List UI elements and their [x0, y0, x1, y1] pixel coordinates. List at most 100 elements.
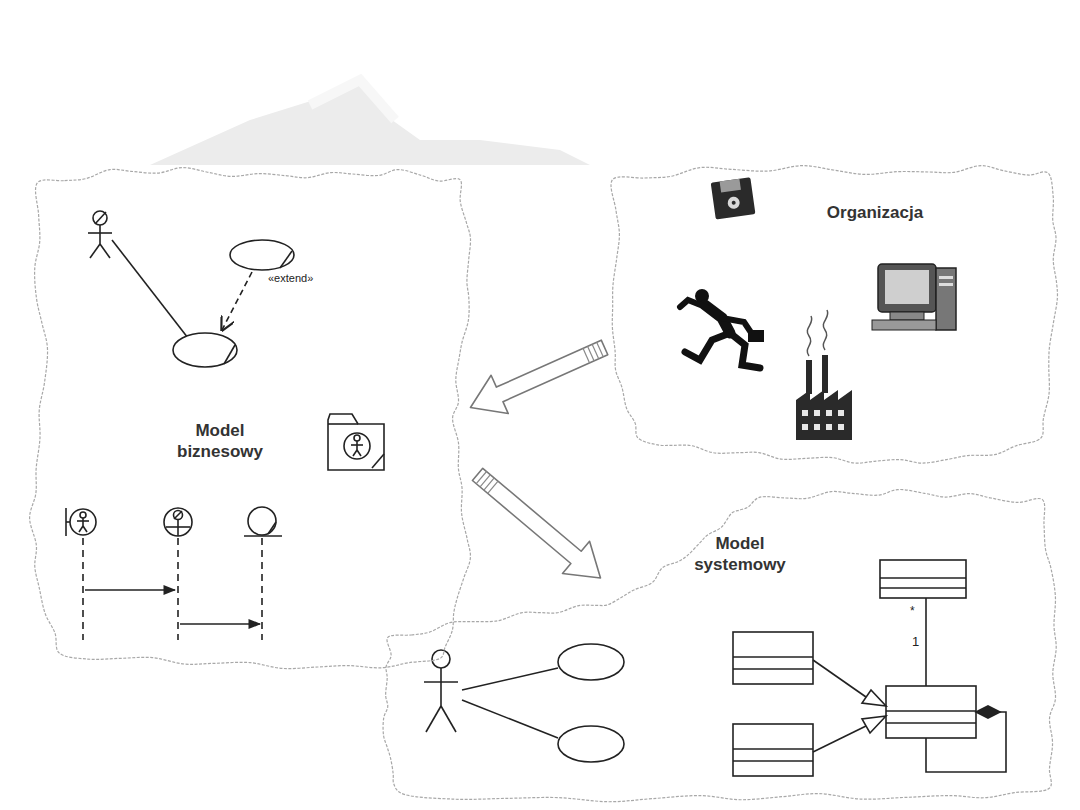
class-box [733, 668, 813, 670]
message-arrow [85, 589, 175, 591]
factory [838, 424, 844, 430]
background-shape [150, 80, 590, 165]
business-worker [174, 511, 183, 520]
business-worker [174, 511, 182, 519]
business-actor [95, 212, 106, 224]
business-boundary [79, 526, 83, 532]
business-entity [268, 522, 276, 534]
business-boundary [80, 512, 86, 518]
class-relations [862, 690, 886, 706]
system-actor [440, 668, 442, 706]
class-relations [813, 598, 1006, 772]
factory [807, 316, 812, 356]
computer [872, 320, 936, 330]
class-box [733, 560, 976, 776]
business-actor [93, 211, 107, 225]
computer [872, 264, 956, 330]
business-use-case [280, 251, 292, 268]
use-case [558, 644, 624, 762]
class-box [733, 760, 813, 762]
message-arrow [85, 590, 260, 624]
arrow-outline [472, 468, 600, 578]
business-entity [244, 507, 282, 536]
computer [939, 283, 953, 286]
floppy-disk [711, 177, 756, 219]
lifeline [82, 538, 84, 640]
business-use-case [173, 333, 237, 367]
system-actor [462, 700, 558, 738]
use-case [558, 726, 624, 762]
arrow-tail-stripe [583, 348, 590, 363]
factory [802, 410, 844, 430]
arrow-tail-stripe [488, 481, 498, 493]
system-actor [432, 650, 450, 668]
multiplicity-label: * [910, 604, 915, 618]
computer [936, 268, 956, 330]
class-relations [813, 726, 866, 752]
business-use-case [224, 345, 235, 364]
business-package [354, 435, 360, 441]
factory [823, 310, 828, 350]
cloud-region: Organizacja [605, 162, 1060, 467]
business-worker [166, 526, 190, 528]
business-package [328, 414, 384, 470]
business-boundary [77, 520, 89, 522]
arrow-tail-stripe [588, 346, 595, 361]
business-boundary [82, 518, 84, 526]
system-actor [426, 706, 441, 732]
cloud-outline [611, 166, 1057, 464]
class-box [733, 656, 813, 658]
use-case [558, 644, 624, 680]
region-title: Model systemowy [685, 533, 795, 576]
class-box [886, 710, 976, 712]
factory [826, 410, 832, 416]
factory [796, 390, 852, 440]
transformation-arrow [470, 340, 607, 413]
business-use-case [230, 240, 294, 270]
running-businessman [685, 333, 730, 360]
factory [826, 424, 832, 430]
class-relations [862, 716, 886, 733]
factory [802, 424, 808, 430]
factory [814, 410, 820, 416]
cloud-outline [383, 490, 1056, 802]
lifeline [83, 538, 262, 640]
arrow-tail-stripe [597, 342, 604, 357]
business-package [351, 444, 363, 446]
class-box [880, 577, 966, 579]
system-actor [424, 650, 558, 738]
class-box [880, 587, 966, 589]
factory [814, 424, 820, 430]
floppy-disk [711, 177, 756, 219]
computer [890, 312, 924, 320]
business-package [328, 423, 358, 425]
cloud-outline [28, 165, 473, 670]
cloud-region: Model biznesowy [28, 165, 473, 670]
extend-dependency [222, 272, 252, 330]
class-relations [926, 712, 1006, 772]
factory [806, 360, 812, 394]
business-worker [164, 508, 192, 536]
business-actor [88, 232, 112, 234]
lifeline [177, 538, 179, 640]
running-businessman [748, 330, 764, 342]
association-line [112, 240, 188, 338]
system-actor [441, 706, 456, 732]
system-actor [424, 681, 458, 683]
lifeline [261, 538, 263, 640]
computer [939, 276, 953, 279]
business-worker [164, 508, 192, 536]
business-actor [99, 225, 101, 244]
message-arrow [180, 623, 260, 625]
region-title: Model biznesowy [165, 420, 275, 463]
business-package [344, 433, 370, 459]
computer [885, 270, 929, 304]
class-box [886, 722, 976, 724]
class-relations [925, 598, 927, 686]
class-box [733, 632, 813, 684]
business-use-case [173, 240, 294, 367]
factory [796, 310, 852, 440]
